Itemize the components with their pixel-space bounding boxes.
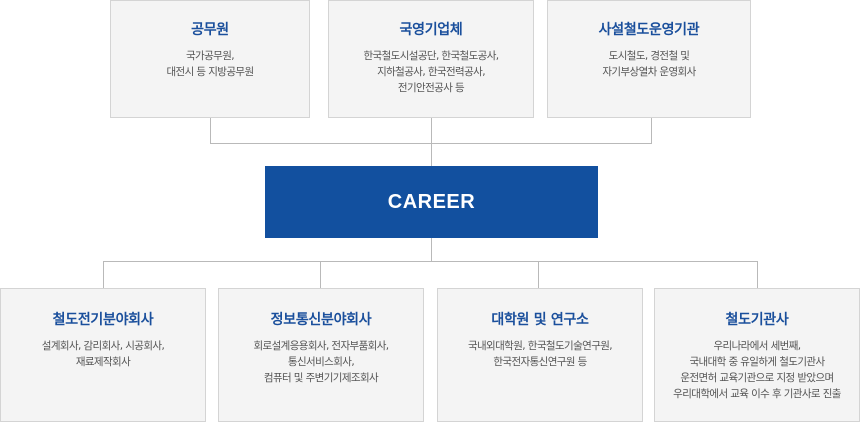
- career-center-node: CAREER: [265, 166, 598, 238]
- career-box-graduate-school-institute: 대학원 및 연구소 국내외대학원, 한국철도기술연구원, 한국전자통신연구원 등: [437, 288, 643, 422]
- connector-bottom-stem: [431, 238, 432, 261]
- box-title: 국영기업체: [399, 22, 463, 38]
- box-title: 사설철도운영기관: [598, 22, 700, 38]
- connector-top-left-drop: [210, 118, 211, 144]
- connector-bottom-drop-3: [538, 261, 539, 288]
- connector-bottom-horizontal: [103, 261, 758, 262]
- box-title: 철도기관사: [725, 312, 789, 328]
- box-description: 회로설계응용회사, 전자부품회사, 통신서비스회사, 컴퓨터 및 주변기기제조회…: [253, 340, 389, 384]
- career-box-private-rail-operator: 사설철도운영기관 도시철도, 경전철 및 자기부상열차 운영회사: [547, 0, 751, 118]
- career-box-civil-servant: 공무원 국가공무원, 대전시 등 지방공무원: [110, 0, 310, 118]
- box-description: 우리나라에서 세번째, 국내대학 중 유일하게 철도기관사 운전면허 교육기관으…: [673, 340, 841, 400]
- career-box-rail-electric-company: 철도전기분야회사 설계회사, 감리회사, 시공회사, 재료제작회사: [0, 288, 206, 422]
- career-box-ict-company: 정보통신분야회사 회로설계응용회사, 전자부품회사, 통신서비스회사, 컴퓨터 …: [218, 288, 424, 422]
- box-title: 철도전기분야회사: [52, 312, 154, 328]
- box-description: 도시철도, 경전철 및 자기부상열차 운영회사: [602, 50, 696, 78]
- connector-bottom-drop-1: [103, 261, 104, 288]
- box-description: 국내외대학원, 한국철도기술연구원, 한국전자통신연구원 등: [467, 340, 613, 368]
- career-box-train-driver: 철도기관사 우리나라에서 세번째, 국내대학 중 유일하게 철도기관사 운전면허…: [654, 288, 860, 422]
- box-title: 정보통신분야회사: [270, 312, 372, 328]
- box-description: 국가공무원, 대전시 등 지방공무원: [166, 50, 254, 78]
- box-title: 대학원 및 연구소: [491, 312, 589, 328]
- connector-top-right-drop: [651, 118, 652, 144]
- connector-bottom-drop-4: [757, 261, 758, 288]
- box-description: 설계회사, 감리회사, 시공회사, 재료제작회사: [41, 340, 165, 368]
- career-box-state-enterprise: 국영기업체 한국철도시설공단, 한국철도공사, 지하철공사, 한국전력공사, 전…: [328, 0, 534, 118]
- connector-bottom-drop-2: [320, 261, 321, 288]
- connector-top-middle-drop: [431, 118, 432, 166]
- box-description: 한국철도시설공단, 한국철도공사, 지하철공사, 한국전력공사, 전기안전공사 …: [363, 50, 499, 94]
- box-title: 공무원: [191, 22, 229, 38]
